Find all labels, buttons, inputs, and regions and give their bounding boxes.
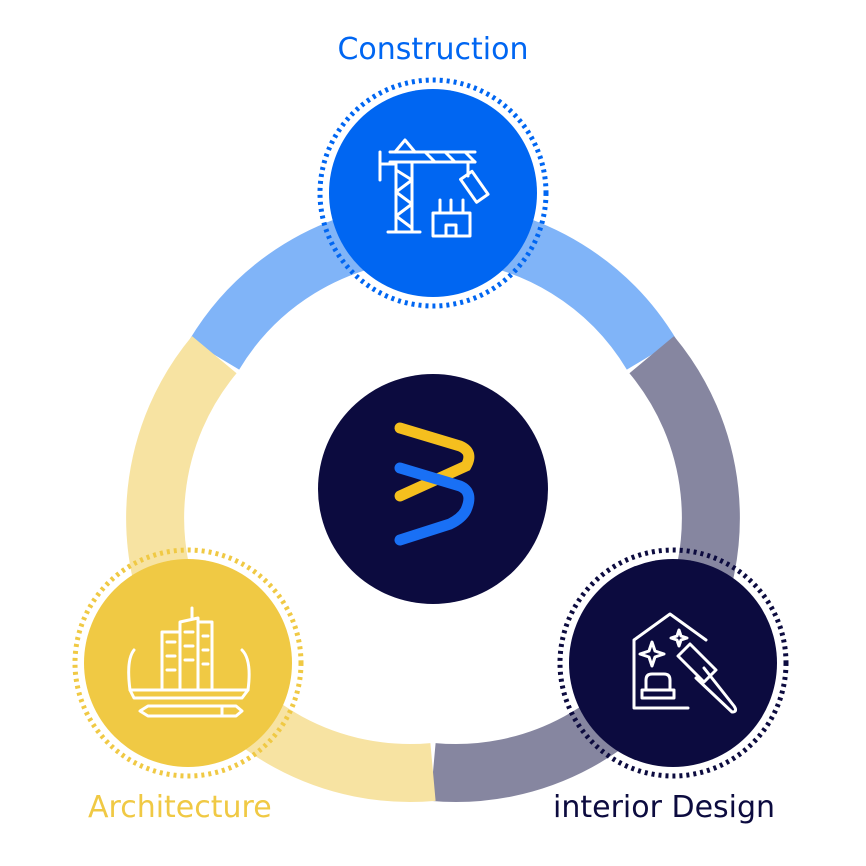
node-architecture[interactable] <box>72 547 304 779</box>
blueprint-buildings-icon <box>127 606 251 718</box>
brand-logo-icon <box>394 422 475 546</box>
node-construction[interactable] <box>317 77 549 309</box>
house-paintbrush-icon <box>632 612 738 714</box>
tower-crane-icon <box>378 138 490 238</box>
node-label-construction: Construction <box>337 32 529 67</box>
node-interior-design[interactable] <box>557 547 789 779</box>
node-label-interior-design: interior Design <box>553 790 776 825</box>
node-label-architecture: Architecture <box>88 790 272 825</box>
center-logo <box>318 374 548 604</box>
